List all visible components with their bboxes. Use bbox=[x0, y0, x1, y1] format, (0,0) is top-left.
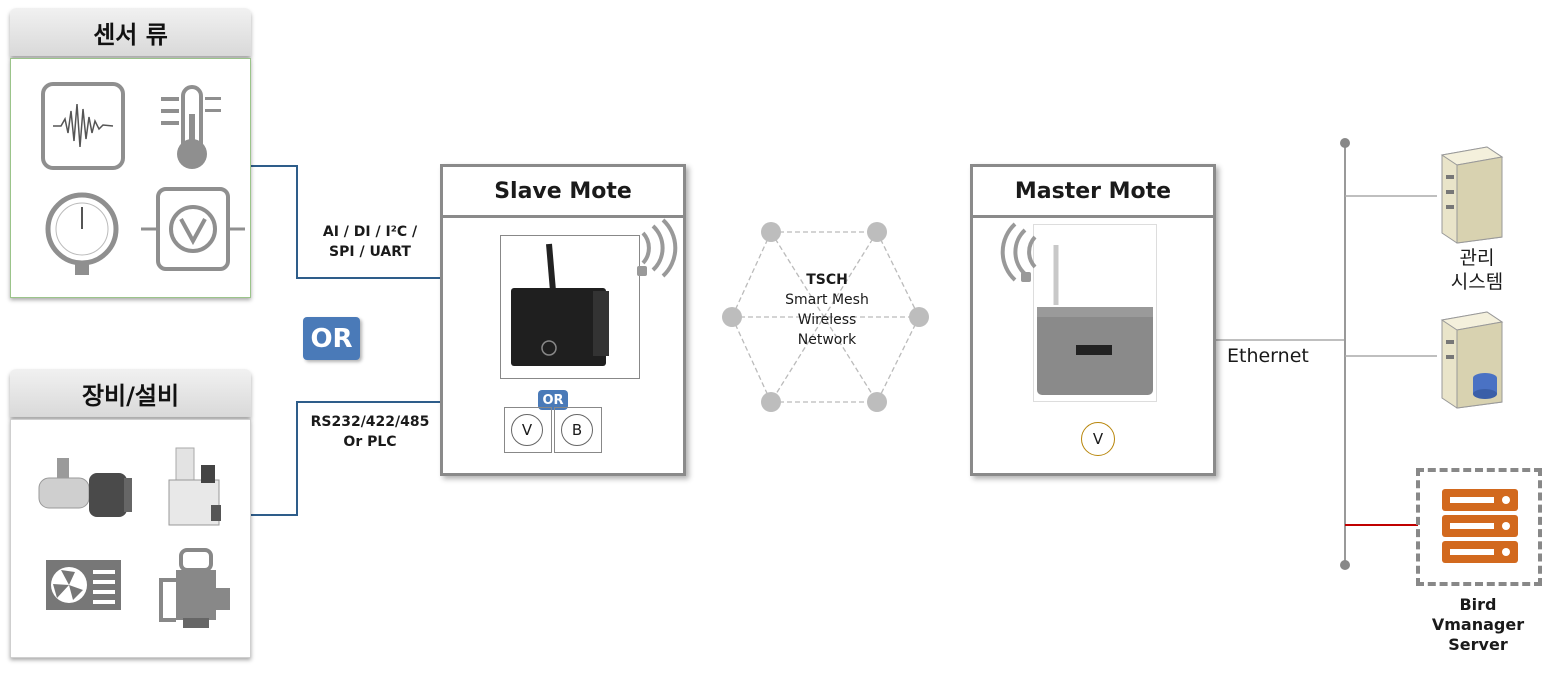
or-badge-main: OR bbox=[303, 317, 360, 360]
slave-b-label: B bbox=[571, 421, 583, 439]
serial-interface-line2: Or PLC bbox=[343, 434, 397, 450]
management-server-icon bbox=[1440, 146, 1504, 244]
management-label-line2: 시스템 bbox=[1450, 271, 1504, 293]
management-label-line1: 관리 bbox=[1459, 247, 1495, 269]
mesh-node bbox=[867, 222, 887, 242]
bird-label-line3: Server bbox=[1448, 635, 1508, 654]
vibration-sensor-icon bbox=[41, 82, 125, 170]
analog-interface-line2: SPI / UART bbox=[329, 244, 411, 260]
master-v-circle: V bbox=[1081, 422, 1115, 456]
mesh-label-tsch: TSCH bbox=[806, 272, 848, 288]
hydraulic-unit-icon bbox=[168, 447, 221, 526]
database-server-icon bbox=[1440, 311, 1504, 409]
mesh-node bbox=[867, 392, 887, 412]
slave-b-frame bbox=[554, 407, 602, 453]
bird-server-icon bbox=[1442, 489, 1518, 563]
mesh-node bbox=[722, 307, 742, 327]
analog-interface-line1: AI / DI / I²C / bbox=[322, 224, 418, 240]
slave-b-circle: B bbox=[561, 414, 593, 446]
submersible-pump-icon bbox=[159, 548, 230, 628]
master-wireless-icon bbox=[1000, 222, 1037, 282]
equipment-panel bbox=[10, 419, 251, 658]
mesh-node bbox=[761, 222, 781, 242]
sensor-connector bbox=[250, 165, 440, 279]
sensors-title: 센서 류 bbox=[93, 20, 168, 49]
pump-icon bbox=[38, 458, 132, 517]
mesh-label: TSCH Smart Mesh Wireless Network bbox=[767, 270, 887, 350]
or-badge-small: OR bbox=[538, 390, 568, 410]
bird-label-line2: Vmanager bbox=[1431, 615, 1525, 634]
fan-unit-icon bbox=[46, 560, 121, 610]
mesh-node bbox=[909, 307, 929, 327]
management-system-label: 관리 시스템 bbox=[1432, 246, 1522, 294]
or-badge-small-text: OR bbox=[542, 392, 564, 408]
slave-v-circle: V bbox=[511, 414, 543, 446]
slave-v-label: V bbox=[521, 421, 533, 439]
slave-wireless-icon bbox=[637, 218, 678, 278]
master-mote-title: Master Mote bbox=[973, 167, 1213, 218]
analog-interface-label: AI / DI / I²C / SPI / UART bbox=[310, 222, 430, 262]
mesh-nodes bbox=[722, 222, 929, 412]
mesh-label-line3: Wireless bbox=[797, 312, 857, 328]
voltmeter-icon bbox=[141, 187, 245, 271]
equipment-connector bbox=[250, 401, 440, 516]
pressure-gauge-icon bbox=[45, 192, 119, 275]
slave-v-frame bbox=[504, 407, 552, 453]
slave-device-icon bbox=[511, 243, 609, 366]
bird-server-label: Bird Vmanager Server bbox=[1418, 595, 1538, 655]
bird-server-frame bbox=[1416, 468, 1542, 586]
sensors-header: 센서 류 bbox=[10, 8, 251, 56]
mesh-network bbox=[731, 231, 920, 403]
mesh-node bbox=[761, 392, 781, 412]
thermometer-icon bbox=[161, 85, 221, 169]
sensor-icons bbox=[41, 82, 245, 275]
equipment-header: 장비/설비 bbox=[10, 369, 251, 417]
sensors-panel bbox=[10, 58, 251, 298]
ethernet-label: Ethernet bbox=[1227, 345, 1309, 367]
or-badge-main-text: OR bbox=[310, 323, 353, 354]
mesh-label-line4: Network bbox=[797, 332, 857, 348]
mesh-label-line2: Smart Mesh bbox=[785, 292, 869, 308]
master-device-frame bbox=[1033, 224, 1157, 402]
serial-interface-label: RS232/422/485 Or PLC bbox=[305, 412, 435, 452]
slave-mote-title: Slave Mote bbox=[443, 167, 683, 218]
master-device-icon bbox=[1037, 245, 1153, 395]
serial-interface-line1: RS232/422/485 bbox=[310, 414, 430, 430]
bird-label-line1: Bird bbox=[1459, 595, 1497, 614]
equipment-title: 장비/설비 bbox=[81, 381, 180, 410]
slave-device-frame bbox=[500, 235, 640, 379]
equipment-icons bbox=[38, 447, 230, 628]
master-v-label: V bbox=[1092, 430, 1104, 448]
